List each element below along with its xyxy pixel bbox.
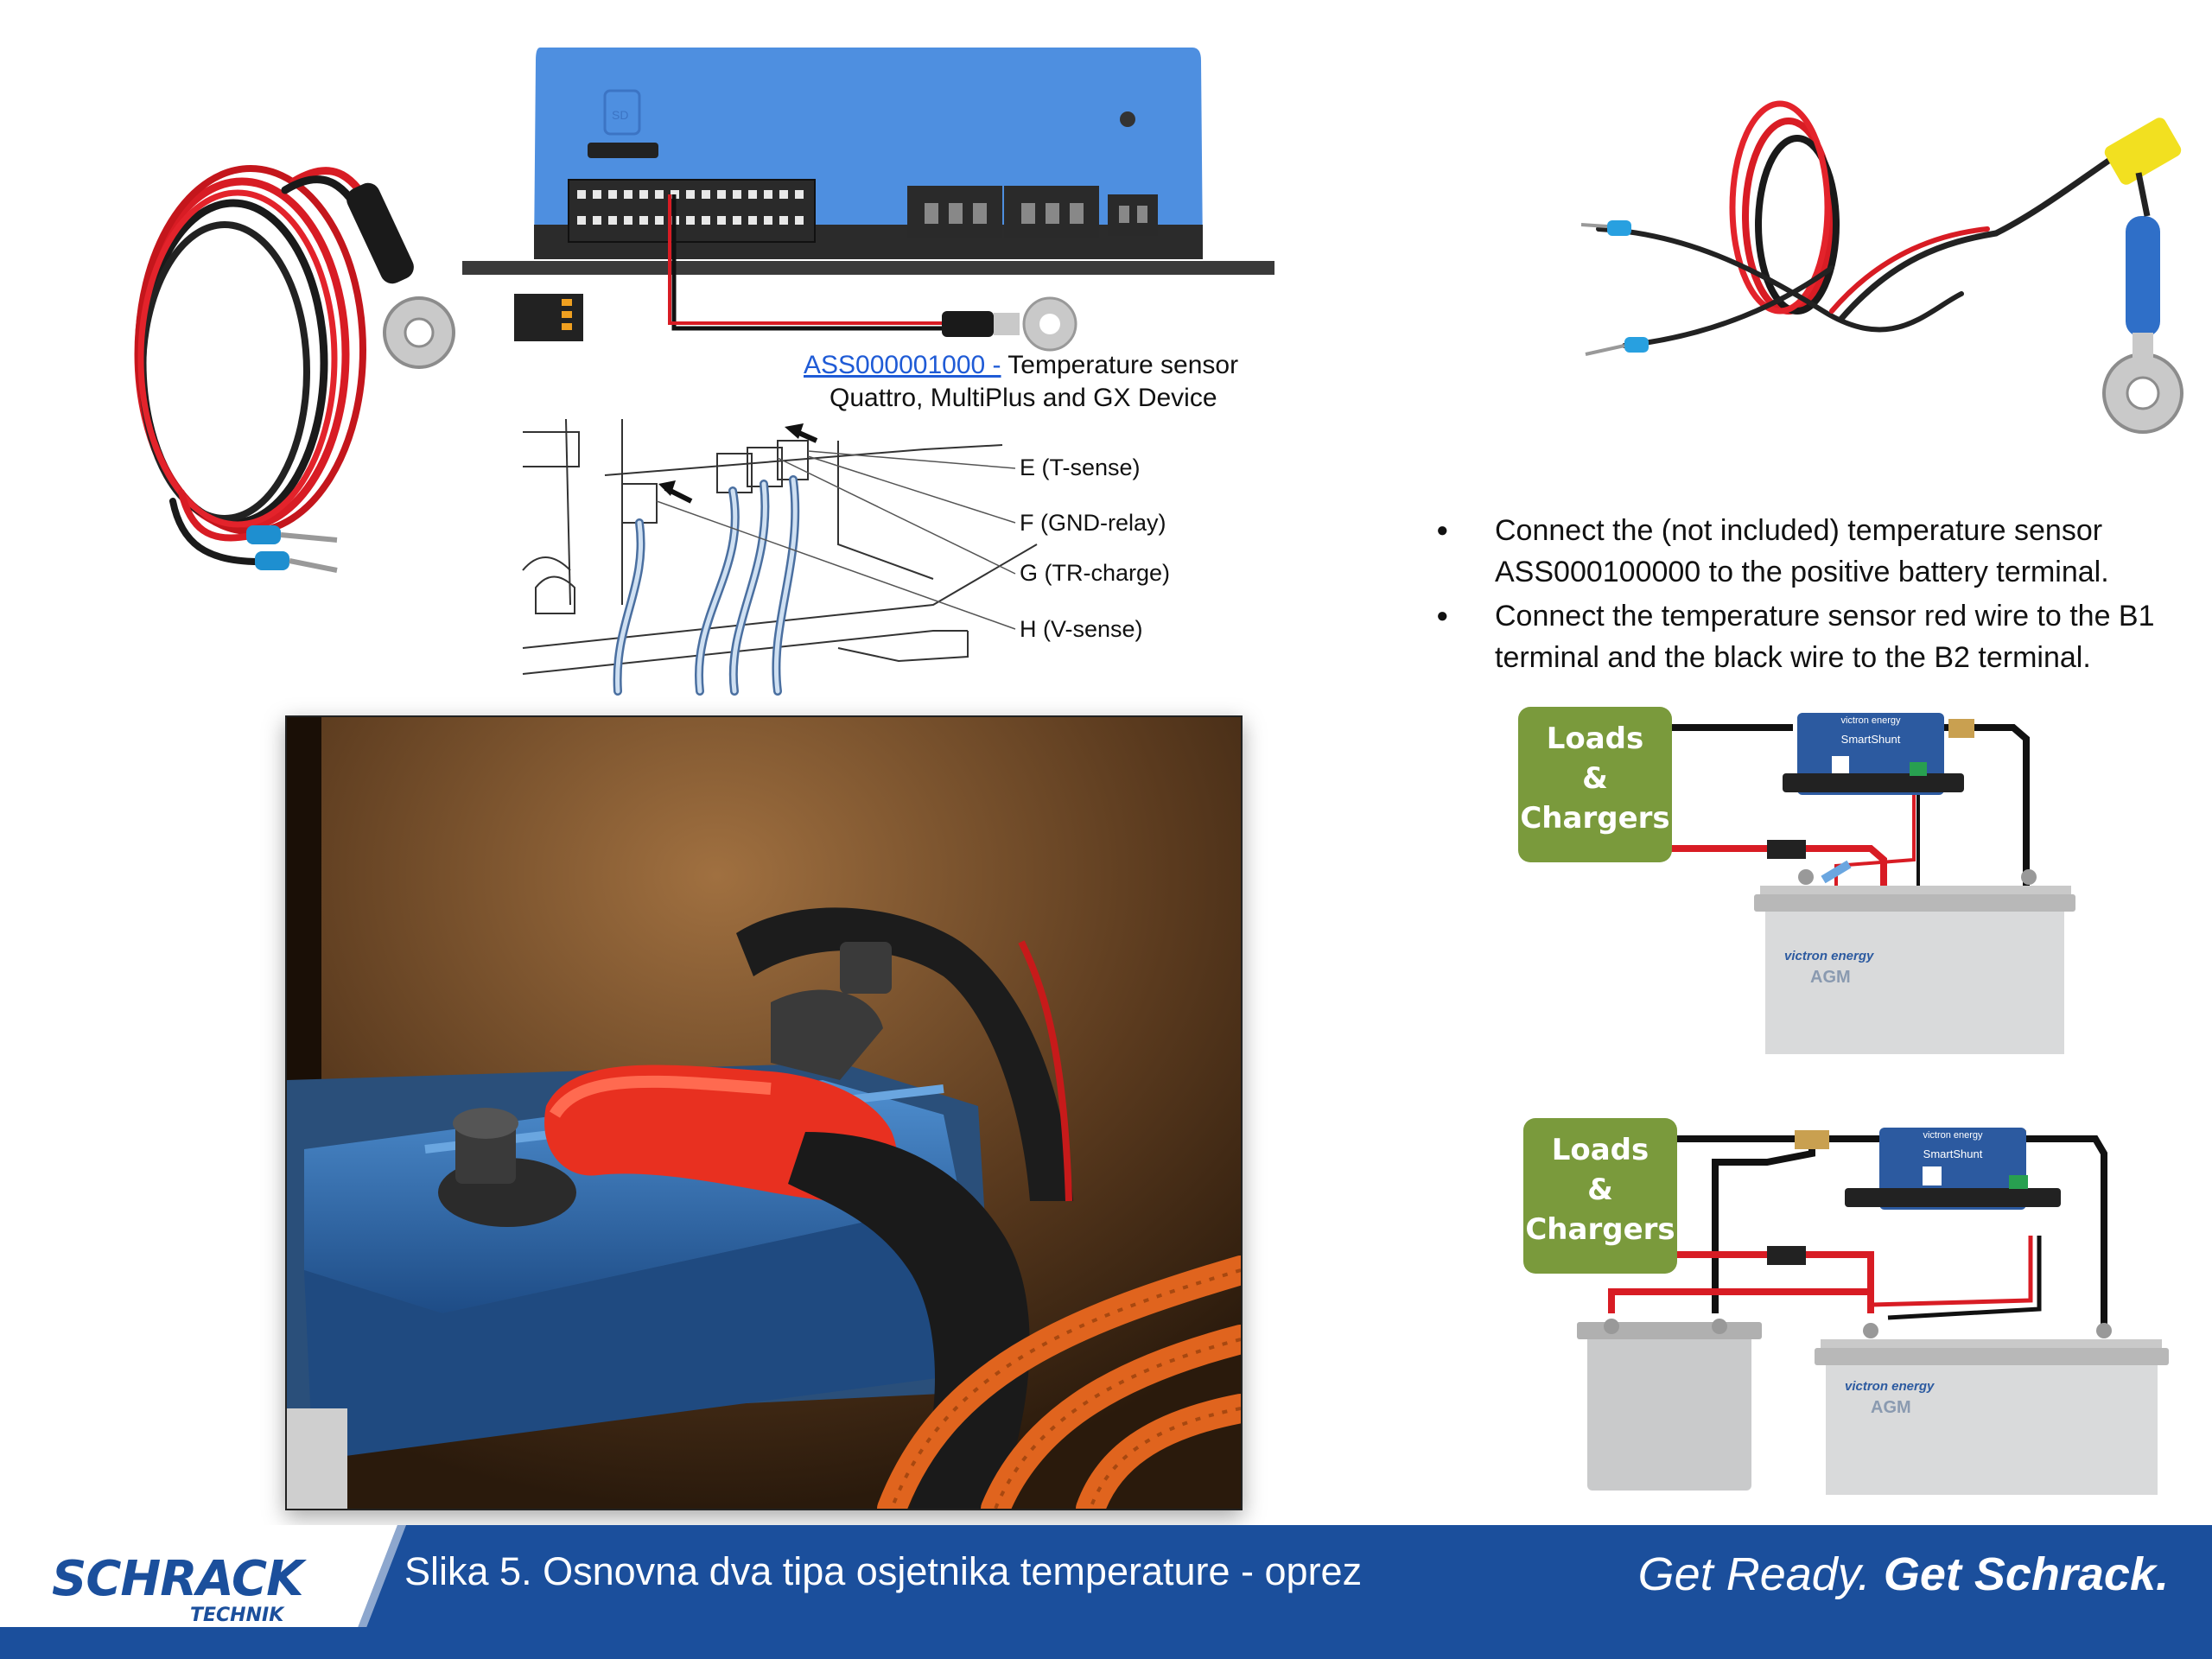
sensor-caption: ASS000001000 - Temperature sensor Quattr… bbox=[804, 349, 1287, 415]
loads-chargers-box-2: Loads & Chargers bbox=[1523, 1118, 1677, 1274]
loads-label: Loads bbox=[1551, 1133, 1649, 1167]
diagram-1-wires bbox=[1663, 713, 2075, 1054]
shunt-brand-2: victron energy bbox=[1923, 1130, 1983, 1141]
ampersand-label: & bbox=[1587, 1173, 1613, 1207]
shunt-brand-1: victron energy bbox=[1840, 715, 1901, 726]
ampersand-label: & bbox=[1582, 761, 1608, 796]
loads-chargers-box-1: Loads & Chargers bbox=[1518, 707, 1672, 862]
wire-label-f: F (GND-relay) bbox=[1020, 510, 1166, 536]
schrack-logo: SCHRACK bbox=[52, 1551, 304, 1607]
instruction-item: Connect the temperature sensor red wire … bbox=[1434, 595, 2203, 678]
sensor-caption-line1: Temperature sensor bbox=[1001, 351, 1239, 379]
shunt-name-1: SmartShunt bbox=[1840, 733, 1901, 746]
slogan: Get Ready. Get Schrack. bbox=[1638, 1548, 2169, 1601]
wire-label-h: H (V-sense) bbox=[1020, 616, 1143, 642]
figure-caption: Slika 5. Osnovna dva tipa osjetnika temp… bbox=[404, 1549, 1363, 1593]
instruction-item: Connect the (not included) temperature s… bbox=[1434, 510, 2203, 593]
battery-type-1: AGM bbox=[1810, 968, 1851, 987]
dual-battery-wiring-diagram: victron energy SmartShunt victron energy… bbox=[1508, 1115, 2173, 1503]
part-number-link[interactable]: ASS000001000 - bbox=[804, 351, 1001, 379]
shunt-name-2: SmartShunt bbox=[1923, 1147, 1983, 1160]
gx-device-image: SD bbox=[462, 48, 1274, 352]
temperature-sensor-cable-with-lug-image bbox=[1581, 100, 2183, 434]
svg-text:SD: SD bbox=[612, 108, 628, 122]
loads-label: Loads bbox=[1546, 721, 1644, 756]
battery-brand-2: victron energy bbox=[1845, 1379, 1935, 1394]
diagram-2-wires bbox=[1577, 1128, 2169, 1495]
battery-type-2: AGM bbox=[1871, 1398, 1911, 1417]
slogan-part1: Get Ready. bbox=[1637, 1548, 1871, 1600]
chargers-label: Chargers bbox=[1520, 801, 1670, 836]
wire-label-g: G (TR-charge) bbox=[1020, 560, 1171, 586]
schrack-logo-sub: TECHNIK bbox=[190, 1605, 284, 1626]
temperature-sensor-cable-image bbox=[134, 165, 455, 573]
slogan-part2: Get Schrack. bbox=[1883, 1548, 2169, 1600]
single-battery-wiring-diagram: victron energy SmartShunt victron energy… bbox=[1508, 700, 2078, 1063]
chargers-label: Chargers bbox=[1525, 1212, 1675, 1247]
footer-bar bbox=[0, 1525, 2212, 1659]
footer: SCHRACK TECHNIK Slika 5. Osnovna dva tip… bbox=[0, 1525, 2212, 1659]
terminal-wiring-diagram bbox=[518, 415, 1175, 700]
battery-terminal-photo bbox=[285, 715, 1243, 1510]
sensor-caption-line2: Quattro, MultiPlus and GX Device bbox=[830, 384, 1217, 412]
battery-brand-1: victron energy bbox=[1784, 949, 1874, 963]
wire-label-e: E (T-sense) bbox=[1020, 454, 1141, 480]
instructions-list: Connect the (not included) temperature s… bbox=[1434, 510, 2203, 681]
